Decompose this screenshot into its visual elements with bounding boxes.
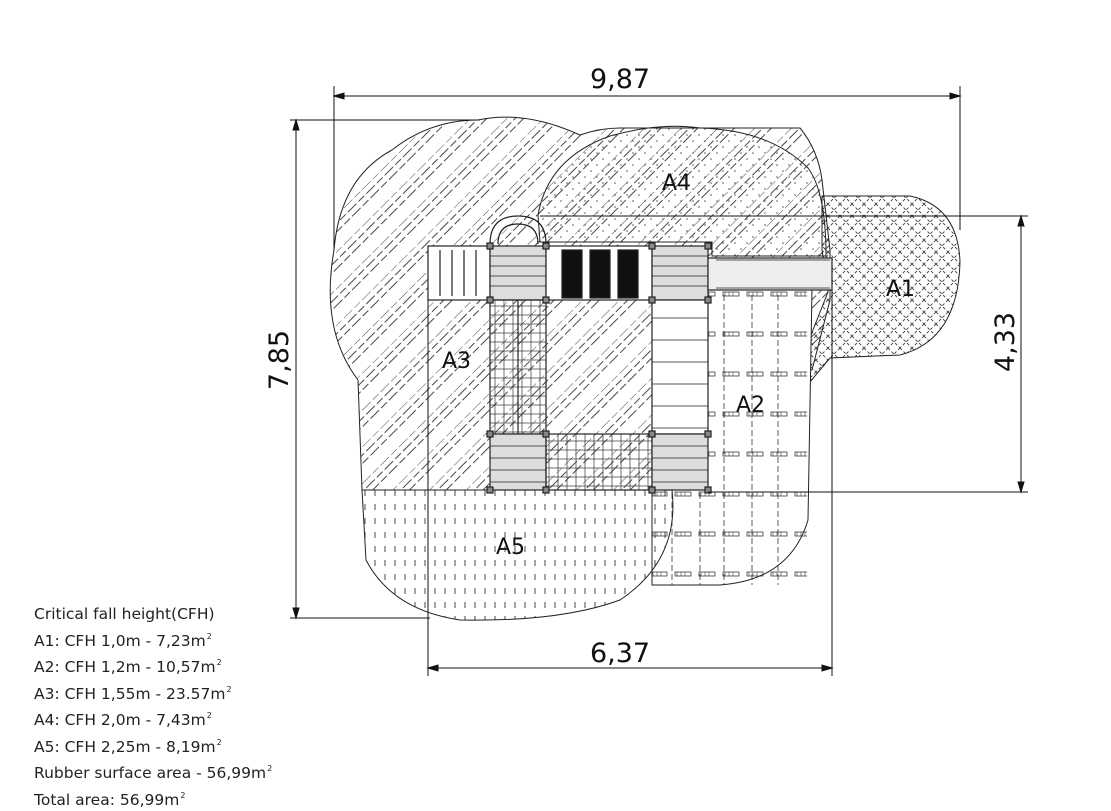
zone-label-a2: A2: [736, 393, 765, 418]
zone-label-a3: A3: [442, 349, 471, 374]
legend-item-a1: A1: CFH 1,0m - 7,23m2: [34, 626, 272, 653]
dimension-top: 9,87: [590, 64, 650, 95]
legend-item-a3: A3: CFH 1,55m - 23.57m2: [34, 679, 272, 706]
zone-label-a4: A4: [662, 171, 691, 196]
legend-rubber-area: Rubber surface area - 56,99m2: [34, 758, 272, 785]
dimension-bottom: 6,37: [590, 638, 650, 669]
legend-block: Critical fall height(CFH) A1: CFH 1,0m -…: [34, 604, 272, 811]
dimension-right: 4,33: [990, 312, 1021, 372]
zone-label-a5: A5: [496, 535, 525, 560]
legend-title: Critical fall height(CFH): [34, 604, 272, 626]
legend-item-a2: A2: CFH 1,2m - 10,57m2: [34, 652, 272, 679]
legend-total-area: Total area: 56,99m2: [34, 785, 272, 811]
dimension-left: 7,85: [264, 330, 295, 390]
zone-label-a1: A1: [886, 277, 915, 302]
legend-item-a4: A4: CFH 2,0m - 7,43m2: [34, 705, 272, 732]
legend-item-a5: A5: CFH 2,25m - 8,19m2: [34, 732, 272, 759]
